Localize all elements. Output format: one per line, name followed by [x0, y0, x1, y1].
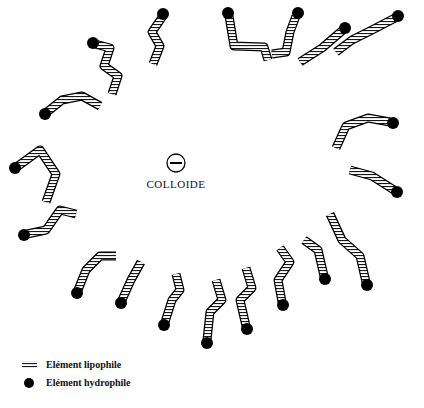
charge-symbol [167, 154, 185, 172]
colloid-label: COLLOIDE [147, 178, 206, 190]
legend-text: Elément lipophile [46, 359, 121, 370]
legend-text: Elément hydrophile [46, 377, 131, 388]
hydrophile-swatch [24, 378, 34, 388]
lipophile-swatch [22, 361, 37, 369]
